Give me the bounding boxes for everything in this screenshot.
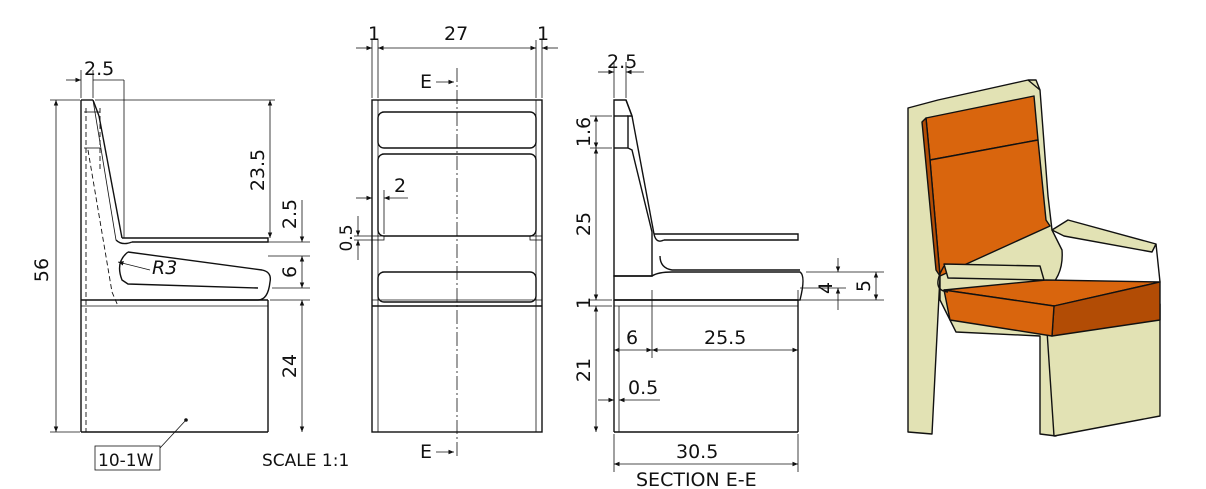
section-title: SECTION E-E [636,469,757,489]
front-arm-width-dim: 2 [394,175,406,197]
section-back-height-dim: 25 [573,212,595,236]
isometric-chair [907,79,1161,437]
side-arm-height-dim: 6 [279,266,301,278]
section-cushion-total-dim: 5 [853,280,875,292]
side-top-thickness-dim: 2.5 [84,58,114,80]
section-cap-height-dim: 1.6 [573,117,595,147]
side-radius-dim: R3 [152,257,177,279]
section-offset-dim: 0.5 [628,377,658,399]
section-marker-bottom: E [420,441,432,463]
section-seat-depth-dim: 25.5 [704,327,746,349]
section-cushion-height-dim: 4 [815,282,837,294]
section-view: 2.5 1.6 25 1 21 6 25.5 0.5 30.5 4 [573,51,884,489]
section-seat-thickness-dim: 1 [573,297,595,309]
front-view: 1 27 1 2 0.5 E E [337,23,558,463]
side-back-height-dim: 23.5 [247,149,269,191]
front-right-edge-dim: 1 [537,23,549,45]
section-total-depth-dim: 30.5 [676,441,718,463]
section-marker-top: E [420,71,432,93]
scale-label: SCALE 1:1 [262,451,349,471]
front-width-dim: 27 [444,23,468,45]
section-seat-depth-back-dim: 6 [626,327,638,349]
front-arm-thickness-dim: 0.5 [337,224,357,251]
side-total-height-dim: 56 [31,258,53,282]
front-left-edge-dim: 1 [368,23,380,45]
section-top-thickness-dim: 2.5 [607,51,637,73]
side-base-height-dim: 24 [279,354,301,378]
part-label: 10-1W [98,451,154,471]
section-base-height-dim: 21 [573,358,595,382]
side-seat-gap-dim: 2.5 [279,199,301,229]
side-view: 56 2.5 23.5 2.5 6 24 R3 10-1W [31,58,310,471]
